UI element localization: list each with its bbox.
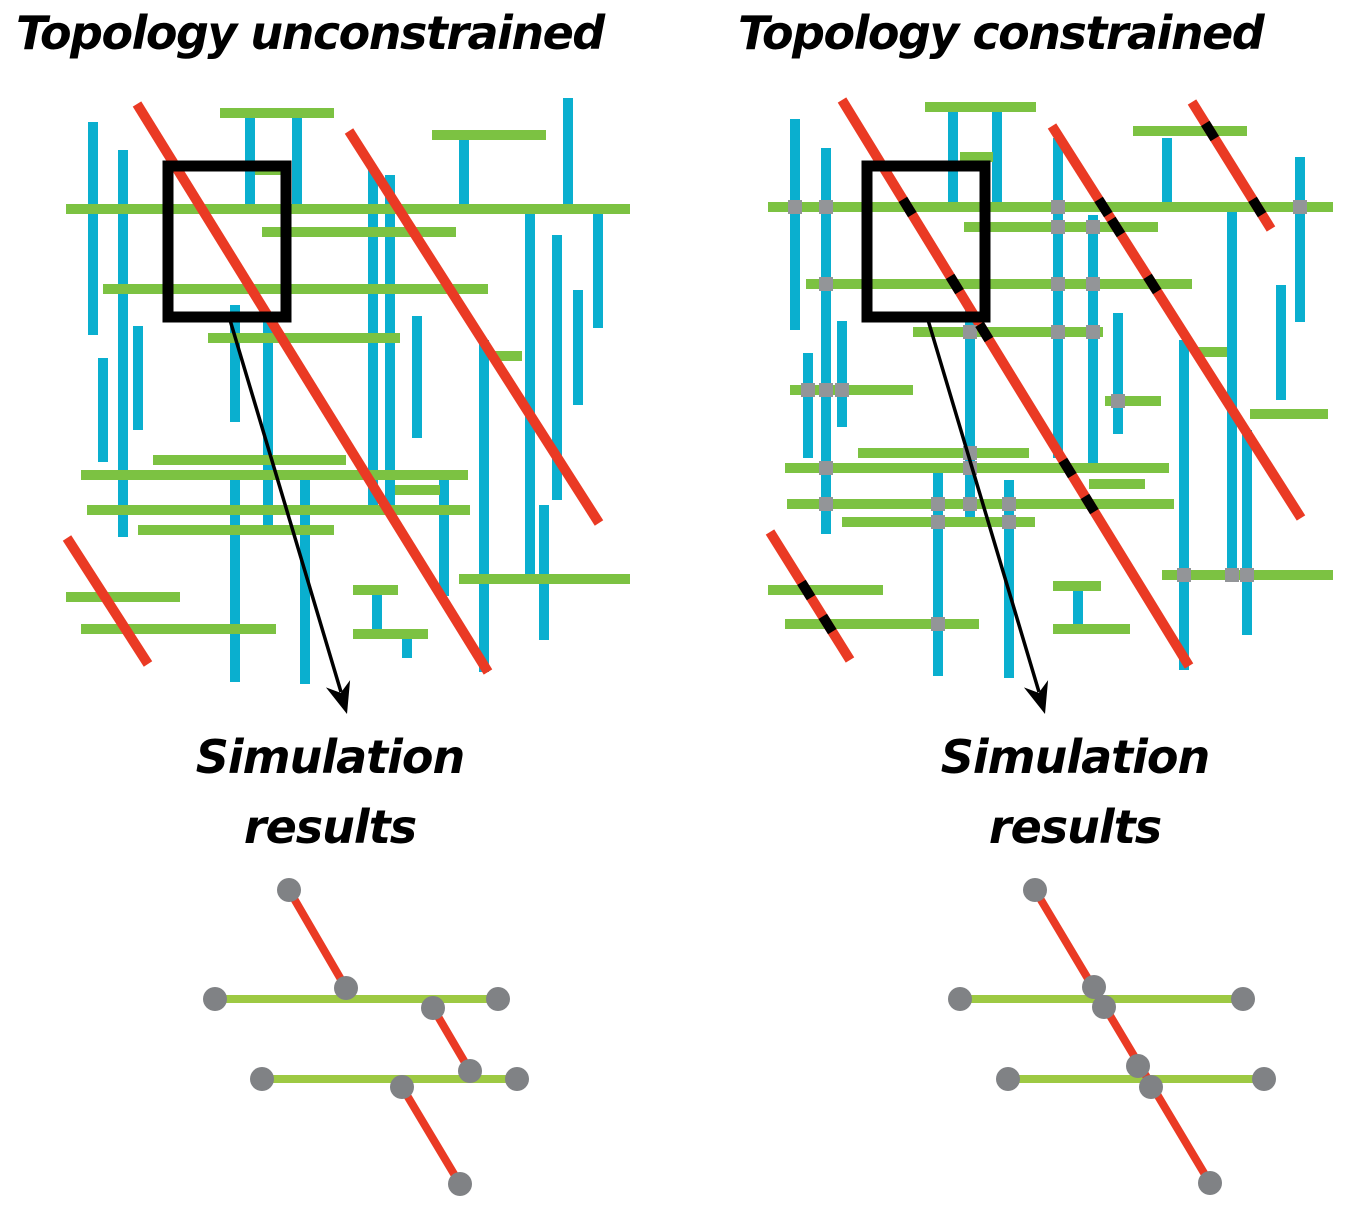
junction-node <box>1051 277 1065 291</box>
diagonal-junction-node <box>1094 196 1113 218</box>
simulation-node <box>1198 1171 1222 1195</box>
diagonal-segment <box>62 535 153 667</box>
simulation-label-line2: results <box>243 800 417 854</box>
simulation-node <box>421 996 445 1020</box>
simulation-node <box>1252 1067 1276 1091</box>
zoom-box <box>861 160 991 323</box>
zoom-arrow-head <box>1023 680 1049 714</box>
simulation-node <box>1023 878 1047 902</box>
simulation-node <box>277 878 301 902</box>
diagonal-junction-node <box>975 321 994 343</box>
junction-node <box>1177 568 1191 582</box>
diagonal-junction-node <box>1107 216 1126 238</box>
diagonal-segment <box>837 97 1194 669</box>
diagonal-junction-node <box>898 196 917 218</box>
junction-node <box>963 497 977 511</box>
junction-node <box>1002 515 1016 529</box>
junction-node <box>819 461 833 475</box>
zoom-arrow-head <box>325 680 351 714</box>
junction-node <box>1086 277 1100 291</box>
junction-node <box>1051 325 1065 339</box>
junction-node <box>1293 200 1307 214</box>
simulation-node <box>1126 1054 1150 1078</box>
junction-node <box>931 515 945 529</box>
unconstrained-simulation-result <box>203 878 529 1196</box>
junction-node <box>819 200 833 214</box>
simulation-diagonal-edge <box>398 1084 464 1187</box>
simulation-label-line1: Simulation <box>940 730 1211 784</box>
simulation-node <box>486 987 510 1011</box>
constrained-network <box>765 97 1333 714</box>
simulation-node <box>1082 975 1106 999</box>
zoom-arrow-line <box>926 319 1041 693</box>
simulation-node <box>1139 1075 1163 1099</box>
simulation-results-label-left: Simulation results <box>160 722 500 862</box>
simulation-node <box>250 1067 274 1091</box>
junction-node <box>788 200 802 214</box>
simulation-label-line2: results <box>988 800 1162 854</box>
junction-node <box>1086 325 1100 339</box>
junction-node <box>1051 220 1065 234</box>
simulation-diagonal-edge <box>285 887 350 991</box>
junction-node <box>931 617 945 631</box>
diagonal-junction-node <box>797 579 816 601</box>
diagonal-junction-node <box>945 273 964 295</box>
diagonal-junction-node <box>1058 457 1077 479</box>
diagonal-segment <box>344 128 604 526</box>
junction-node <box>931 497 945 511</box>
simulation-node <box>505 1067 529 1091</box>
diagonal-junction-node <box>1248 196 1267 218</box>
simulation-node <box>334 976 358 1000</box>
simulation-node <box>390 1075 414 1099</box>
diagonal-junction-node <box>1080 493 1099 515</box>
constrained-simulation-result <box>948 878 1276 1195</box>
diagonal-junction-node <box>1143 273 1162 295</box>
junction-node <box>1225 568 1239 582</box>
simulation-node <box>948 987 972 1011</box>
junction-node <box>819 277 833 291</box>
diagonal-segment <box>132 101 493 675</box>
simulation-diagonal-edge <box>1031 887 1214 1186</box>
junction-node <box>835 383 849 397</box>
junction-node <box>1111 394 1125 408</box>
simulation-node <box>458 1059 482 1083</box>
simulation-label-line1: Simulation <box>195 730 466 784</box>
diagonal-segment <box>1047 123 1306 521</box>
unconstrained-network <box>62 98 630 714</box>
junction-node <box>801 383 815 397</box>
junction-node <box>1051 200 1065 214</box>
simulation-diagonal-edge <box>429 1005 474 1074</box>
simulation-node <box>1092 995 1116 1019</box>
junction-node <box>1086 220 1100 234</box>
zoom-box <box>162 160 292 323</box>
simulation-node <box>1231 987 1255 1011</box>
zoom-arrow-line <box>228 319 343 693</box>
junction-node <box>819 383 833 397</box>
diagonal-junction-node <box>1201 120 1220 142</box>
simulation-results-label-right: Simulation results <box>905 722 1245 862</box>
simulation-node <box>448 1172 472 1196</box>
diagonal-junction-node <box>818 613 837 635</box>
junction-node <box>963 325 977 339</box>
junction-node <box>819 497 833 511</box>
simulation-node <box>203 987 227 1011</box>
junction-node <box>1240 568 1254 582</box>
title-topology-constrained: Topology constrained <box>738 6 1265 60</box>
simulation-node <box>996 1067 1020 1091</box>
title-topology-unconstrained: Topology unconstrained <box>16 6 605 60</box>
junction-node <box>1002 497 1016 511</box>
